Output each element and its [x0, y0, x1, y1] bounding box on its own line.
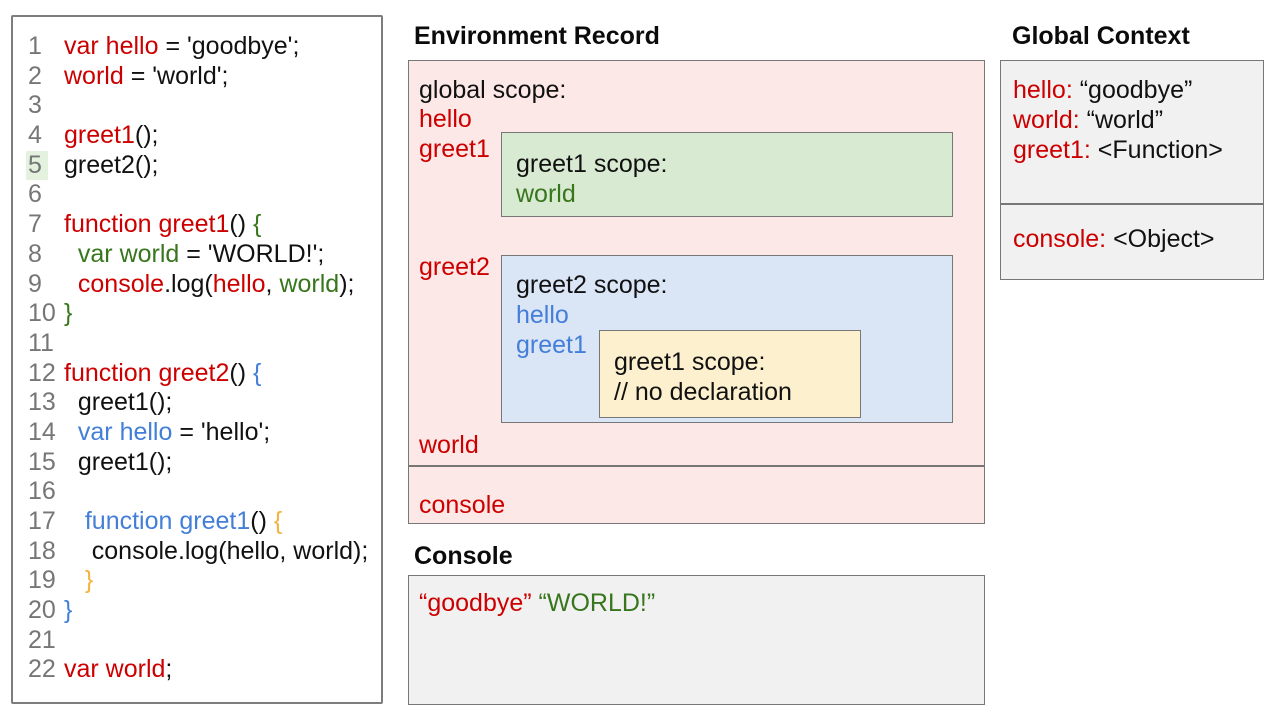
code-line: 8 var world = 'WORLD!';: [26, 240, 381, 270]
environment-record-title: Environment Record: [414, 22, 660, 50]
console-entry-label: console: [419, 491, 506, 519]
code-text: world = 'world';: [64, 61, 229, 90]
line-number: 15: [28, 447, 56, 476]
global-context-variables-box: hello: “goodbye” world: “world” greet1: …: [1000, 60, 1264, 204]
code-text: greet1();: [64, 121, 159, 150]
code-text: function greet1() {: [64, 210, 262, 239]
global-context-builtins-box: console: <Object>: [1000, 203, 1264, 280]
code-text: var hello = 'goodbye';: [64, 32, 300, 60]
code-text: }: [64, 299, 73, 328]
line-number: 3: [28, 91, 42, 120]
code-line: 6: [26, 180, 381, 210]
global-entry-hello: hello: [419, 105, 472, 133]
code-line: 18 console.log(hello, world);: [26, 537, 381, 567]
code-line: 11: [26, 329, 381, 359]
greet2-scope-entry-hello: hello: [516, 301, 569, 329]
greet1-scope-box: greet1 scope: world: [501, 132, 953, 217]
code-line: 17 function greet1() {: [26, 507, 381, 537]
code-line: 1 var hello = 'goodbye';: [26, 32, 381, 62]
greet1-scope-entry-world: world: [516, 180, 576, 208]
console-output-world: “WORLD!”: [538, 589, 656, 617]
gc-builtin-console: console: <Object>: [1013, 224, 1215, 253]
code-line: 7 function greet1() {: [26, 210, 381, 240]
gc-var-greet1: greet1: <Function>: [1013, 136, 1223, 164]
code-text: console.log(hello, world);: [64, 536, 369, 565]
code-text: function greet2() {: [64, 358, 262, 387]
code-line: 4 greet1();: [26, 121, 381, 151]
inner-greet1-scope-comment: // no declaration: [614, 378, 792, 406]
line-number: 19: [28, 566, 56, 595]
global-scope-box: global scope: hello greet1 greet2 world …: [408, 60, 985, 466]
console-entry-box: console: [408, 466, 985, 524]
line-number: 18: [28, 536, 56, 565]
global-context-title: Global Context: [1012, 22, 1190, 50]
line-number: 10: [28, 299, 56, 328]
inner-greet1-scope-box: greet1 scope: // no declaration: [599, 330, 861, 418]
inner-greet1-scope-label: greet1 scope:: [614, 348, 766, 376]
code-line: 19 }: [26, 566, 381, 596]
code-line: 22 var world;: [26, 655, 381, 685]
global-entry-greet1: greet1: [419, 135, 490, 163]
line-number: 20: [28, 596, 56, 625]
code-text: }: [84, 566, 94, 595]
line-number: 17: [28, 507, 56, 535]
line-number: 6: [28, 180, 42, 209]
line-number: 22: [28, 655, 56, 684]
line-number: 13: [28, 388, 56, 417]
line-number-highlighted: 5: [26, 150, 64, 181]
console-output-line: “goodbye” “WORLD!”: [419, 588, 655, 618]
greet2-scope-label: greet2 scope:: [516, 271, 668, 299]
gc-var-hello: hello: “goodbye”: [1013, 76, 1193, 104]
code-text: greet2();: [64, 150, 159, 179]
code-text: greet1();: [64, 447, 173, 476]
code-line: 12 function greet2() {: [26, 359, 381, 389]
line-number: 4: [28, 121, 42, 150]
code-lines: 1 var hello = 'goodbye'; 2 world = 'world';…: [26, 32, 381, 685]
global-entry-world: world: [419, 431, 479, 459]
console-output-goodbye: “goodbye”: [419, 589, 532, 617]
line-number: 8: [28, 239, 42, 268]
line-number: 11: [28, 328, 54, 357]
code-line: 16: [26, 477, 381, 507]
code-text: var hello = 'hello';: [64, 417, 271, 446]
gc-var-world: world: “world”: [1013, 106, 1164, 134]
line-number: 14: [28, 417, 56, 446]
code-text: var world = 'WORLD!';: [64, 239, 325, 268]
line-number: 21: [28, 625, 56, 654]
code-text: console.log(hello, world);: [77, 269, 355, 298]
line-number: 1: [28, 32, 42, 60]
line-number: 2: [28, 61, 42, 90]
line-number: 9: [28, 269, 42, 298]
line-number: 12: [28, 358, 56, 387]
code-line: 13 greet1();: [26, 388, 381, 418]
global-scope-label: global scope:: [419, 76, 567, 104]
line-number: 7: [28, 210, 42, 239]
code-text: function greet1() {: [84, 507, 283, 535]
code-text: }: [64, 596, 73, 625]
greet2-scope-entry-greet1: greet1: [516, 331, 587, 359]
code-text: var world;: [64, 655, 173, 684]
code-line: 10}: [26, 299, 381, 329]
code-line: 15 greet1();: [26, 448, 381, 478]
code-line: 2 world = 'world';: [26, 62, 381, 92]
console-title: Console: [414, 542, 513, 570]
code-line: 20}: [26, 596, 381, 626]
global-entry-greet2: greet2: [419, 253, 490, 281]
code-editor-panel: 1 var hello = 'goodbye'; 2 world = 'world';…: [11, 15, 383, 704]
console-output-box: “goodbye” “WORLD!”: [408, 575, 985, 705]
code-line: 21: [26, 626, 381, 656]
code-line: 3: [26, 91, 381, 121]
greet2-scope-box: greet2 scope: hello greet1 greet1 scope:…: [501, 255, 953, 423]
code-text: greet1();: [64, 388, 173, 417]
greet1-scope-label: greet1 scope:: [516, 150, 668, 178]
code-line: 9 console.log(hello, world);: [26, 270, 381, 300]
line-number: 16: [28, 477, 56, 506]
code-line: 14 var hello = 'hello';: [26, 418, 381, 448]
